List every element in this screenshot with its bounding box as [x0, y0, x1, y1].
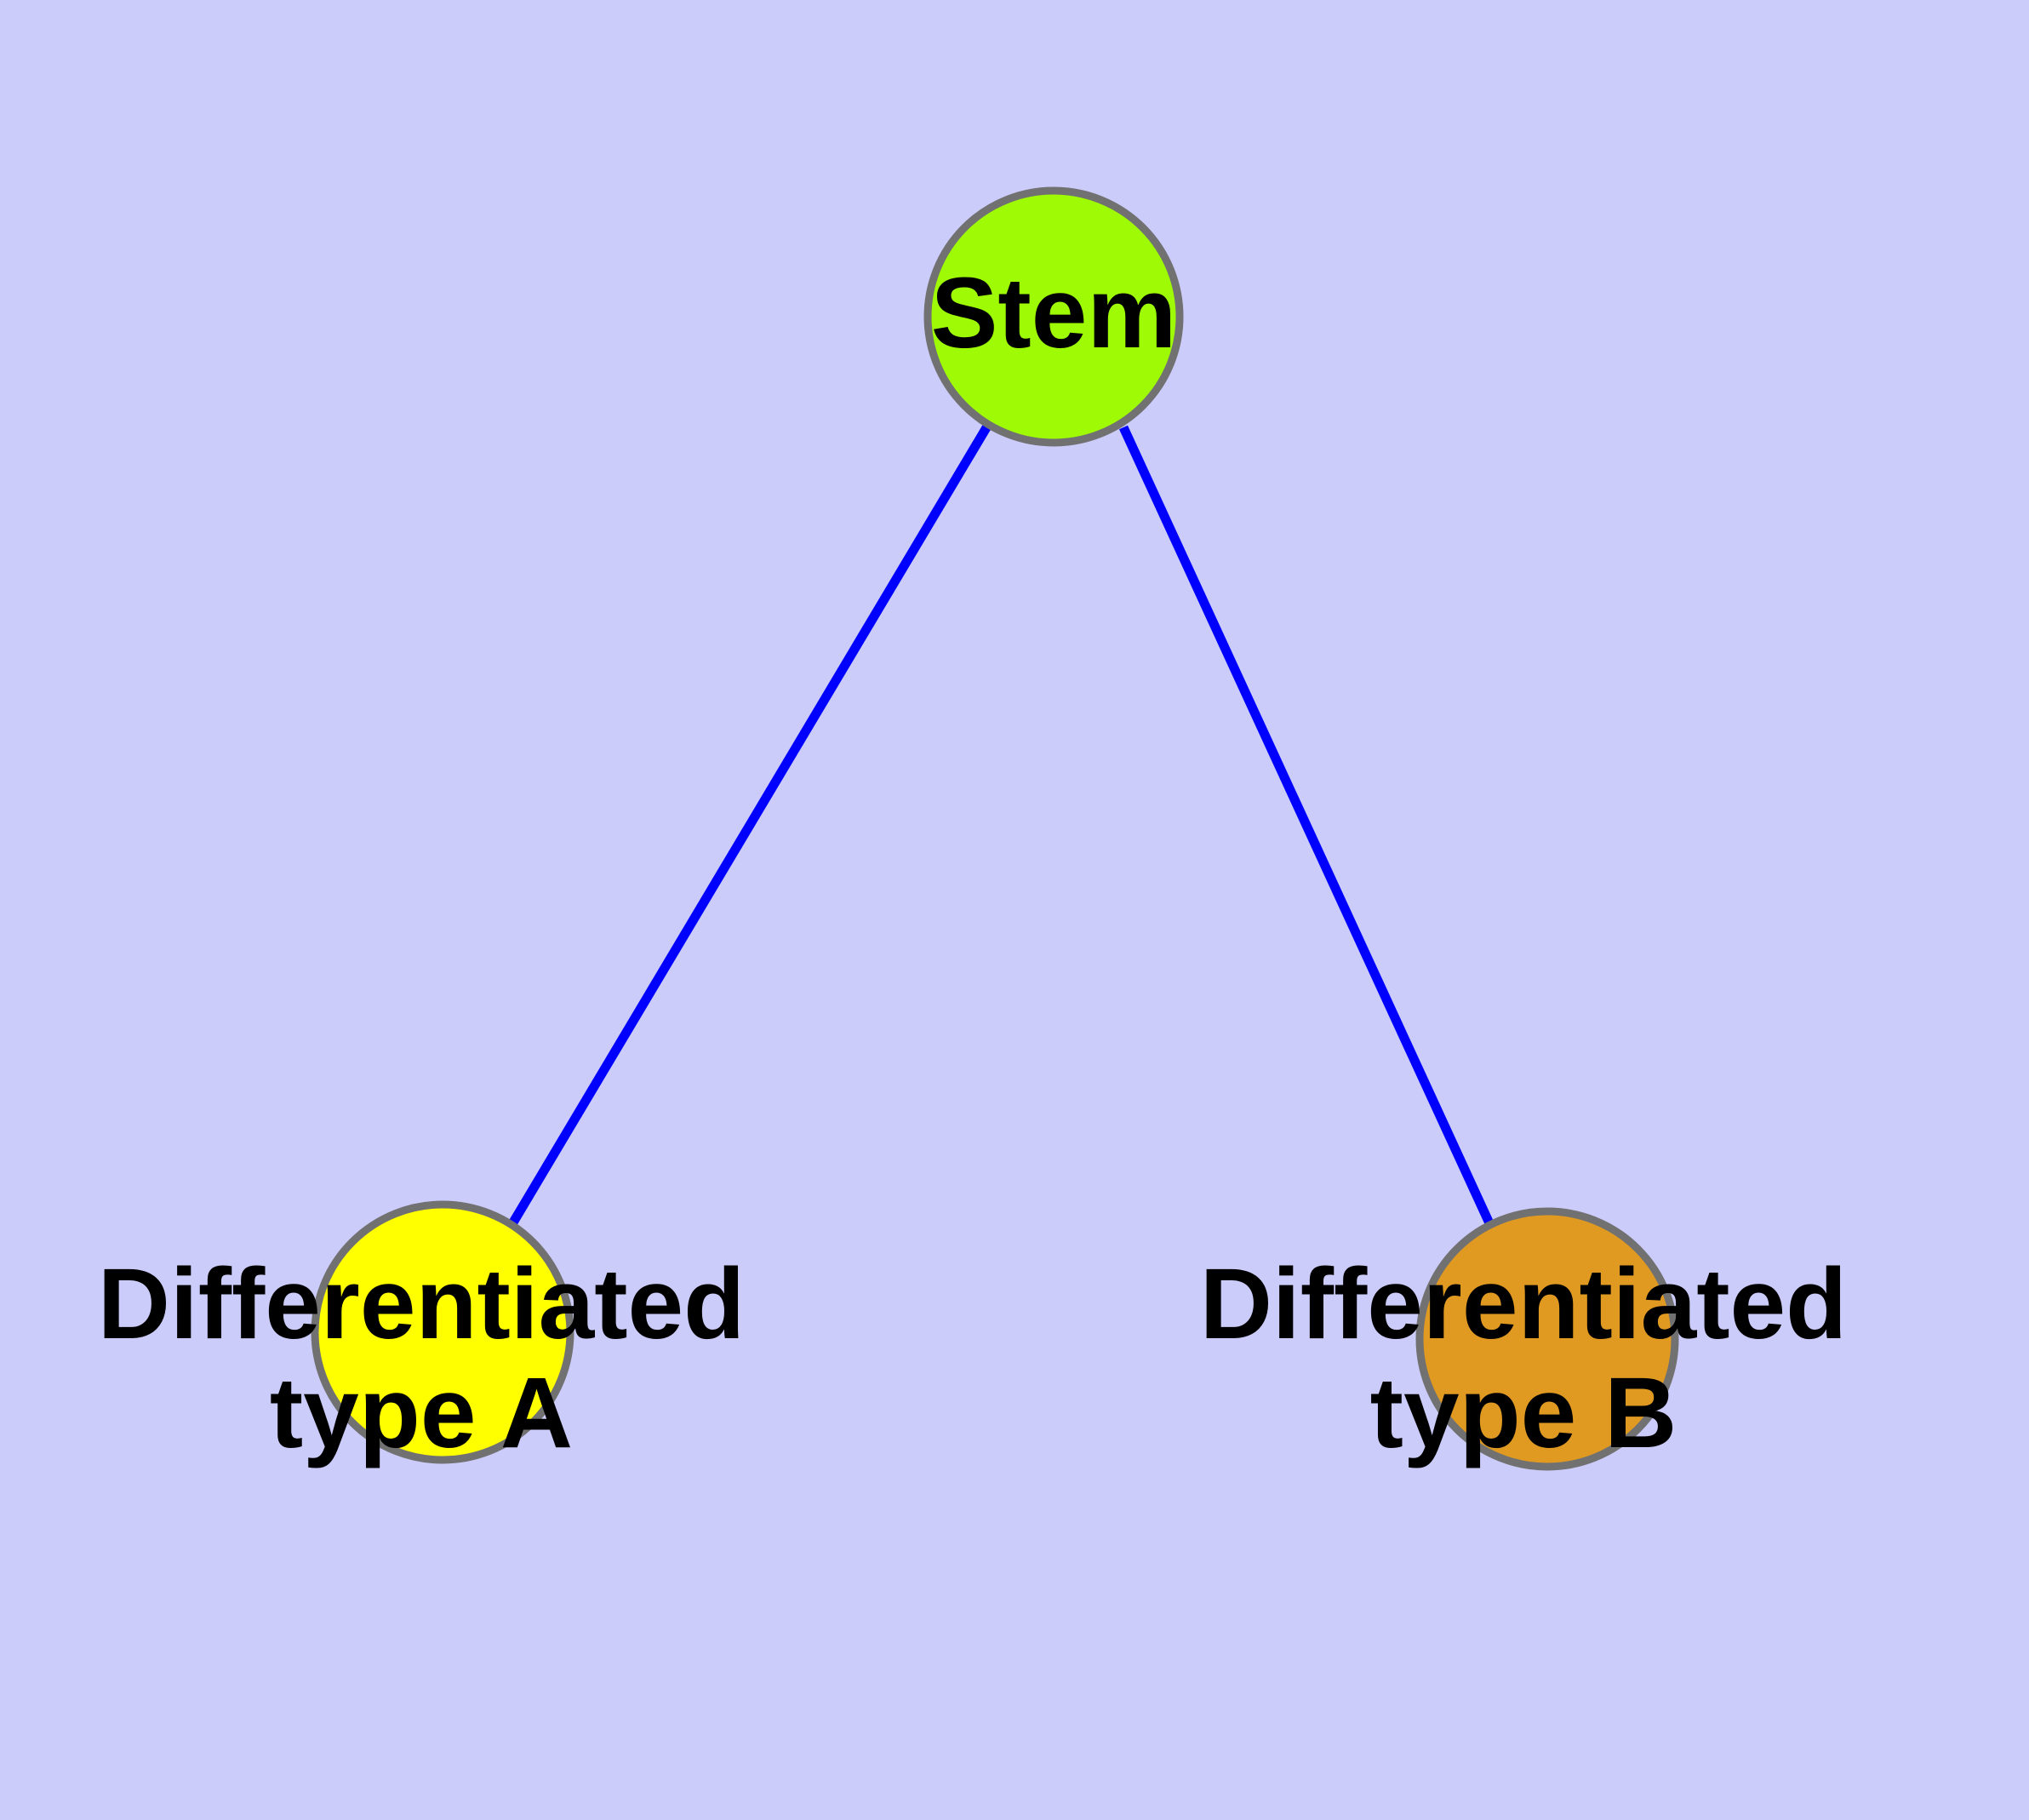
node-label-type-b-line1: Differentiated	[1200, 1248, 1848, 1360]
node-layer	[311, 186, 1679, 1471]
node-label-type-b-line2: type B	[1370, 1357, 1677, 1469]
edge-layer	[509, 422, 1494, 1226]
node-differentiated-type-a[interactable]	[311, 1200, 574, 1464]
label-layer: Stem Differentiated type A Differentiate…	[98, 257, 1848, 1469]
node-differentiated-type-b[interactable]	[1415, 1207, 1679, 1471]
edge-stem-to-type-b[interactable]	[1119, 425, 1494, 1226]
node-label-type-a-line1: Differentiated	[98, 1248, 746, 1360]
node-stem[interactable]	[923, 186, 1184, 447]
node-label-stem: Stem	[931, 257, 1177, 369]
edge-stem-to-type-a[interactable]	[509, 422, 992, 1225]
node-label-type-a-line2: type A	[270, 1357, 573, 1469]
